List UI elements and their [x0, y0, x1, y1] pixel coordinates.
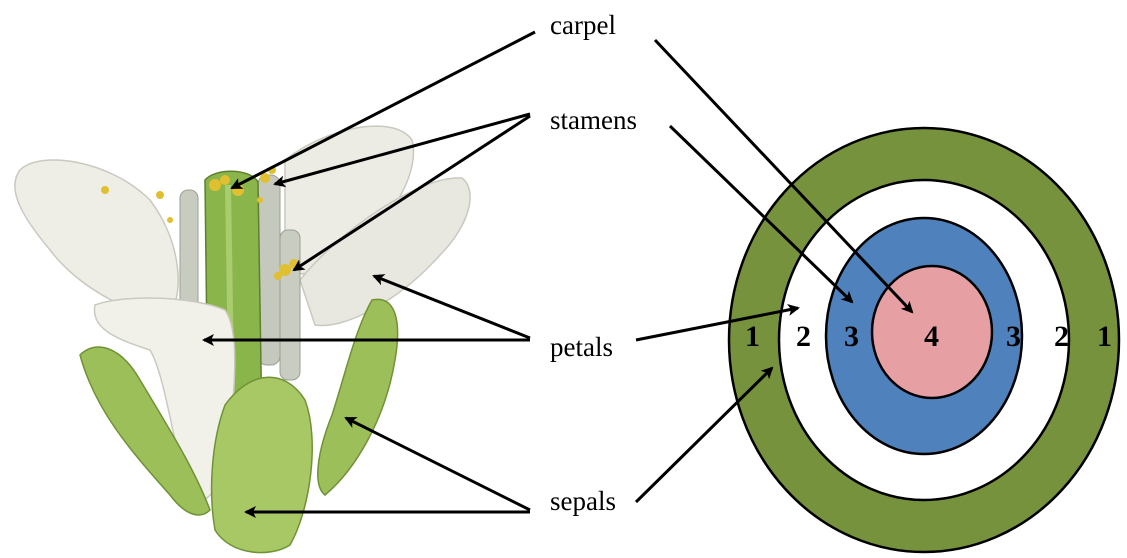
whorl-number-stamen-right: 3: [1006, 322, 1021, 352]
whorl-number-petal-left: 2: [796, 322, 811, 352]
sepal-front: [212, 377, 313, 552]
sepal-right: [318, 299, 398, 495]
label-petals: petals: [550, 334, 613, 361]
label-sepals: sepals: [550, 488, 616, 515]
whorl-number-petal-right: 2: [1054, 322, 1069, 352]
whorl-number-sepal-left: 1: [745, 322, 760, 352]
arrow-sepals-upper: [346, 418, 530, 510]
whorl-number-stamen-left: 3: [844, 322, 859, 352]
petal-back-left: [15, 160, 178, 316]
label-stamens: stamens: [550, 107, 637, 134]
label-carpel: carpel: [550, 12, 616, 39]
stamen-right: [258, 175, 280, 365]
stamen-far-right: [280, 230, 300, 380]
whorl-number-sepal-right: 1: [1097, 322, 1112, 352]
whorl-number-carpel: 4: [924, 322, 939, 352]
